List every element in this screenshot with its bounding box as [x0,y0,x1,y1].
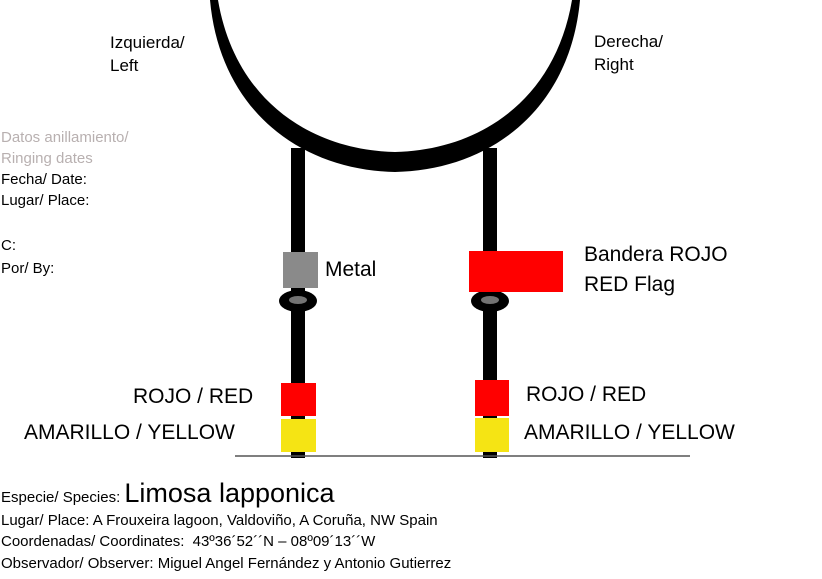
metal-label: Metal [325,258,377,281]
right-label: Derecha/ Right [594,30,663,76]
ringing-data: Datos anillamiento/ Ringing dates Fecha/… [1,127,129,211]
species-value: Limosa lapponica [124,478,335,508]
left-knee-highlight [289,296,307,304]
observer-label: Observador/ Observer [1,555,150,572]
red-flag-label-es: Bandera ROJO [584,243,728,266]
ringing-by-label: Por/ By: [1,260,55,277]
bird-body-crescent [210,0,580,172]
observer-line: Observador/ Observer: Miguel Angel Ferná… [1,554,451,573]
place-label: Lugar/ Place: [1,512,90,529]
place-line: Lugar/ Place: A Frouxeira lagoon, Valdov… [1,511,438,530]
ringing-heading-en: Ringing dates [1,150,93,167]
place-value: A Frouxeira lagoon, Valdoviño, A Coruña,… [92,512,438,529]
coords-value: 43º36´52´´N – 08º09´13´´W [192,533,376,550]
left-yellow-ring [281,419,316,452]
red-flag-label-en: RED Flag [584,273,676,296]
right-upper-ring-label: ROJO / RED [526,383,647,406]
red-flag [469,251,563,292]
left-label: Izquierda/ Left [110,31,185,77]
right-label-en: Right [594,55,634,74]
right-red-ring [475,380,509,416]
right-label-es: Derecha/ [594,32,663,51]
coords-line: Coordenadas/ Coordinates: 43º36´52´´N – … [1,532,375,551]
ringing-c-label: C: [1,237,16,254]
ringing-heading-es: Datos anillamiento/ [1,129,129,146]
right-knee-highlight [481,296,499,304]
coords-label: Coordenadas/ Coordinates: [1,533,185,550]
right-lower-ring-label: AMARILLO / YELLOW [524,421,735,444]
species-line: Especie/ Species: Limosa lapponica [1,478,335,509]
left-upper-ring-label: ROJO / RED [133,385,254,408]
left-label-en: Left [110,56,139,75]
ringing-date-label: Fecha/ Date: [1,171,87,188]
ringing-place-label: Lugar/ Place: [1,192,90,209]
red-flag-label: Bandera ROJO RED Flag [584,240,728,300]
species-label: Especie/ Species: [1,489,121,506]
metal-ring [283,252,318,288]
left-lower-ring-label: AMARILLO / YELLOW [24,421,235,444]
left-red-ring [281,383,316,416]
observer-value: : Miguel Angel Fernández y Antonio Gutie… [149,555,452,572]
right-knee-joint [471,290,509,312]
left-knee-joint [279,290,317,312]
right-yellow-ring [475,418,509,452]
left-label-es: Izquierda/ [110,33,185,52]
